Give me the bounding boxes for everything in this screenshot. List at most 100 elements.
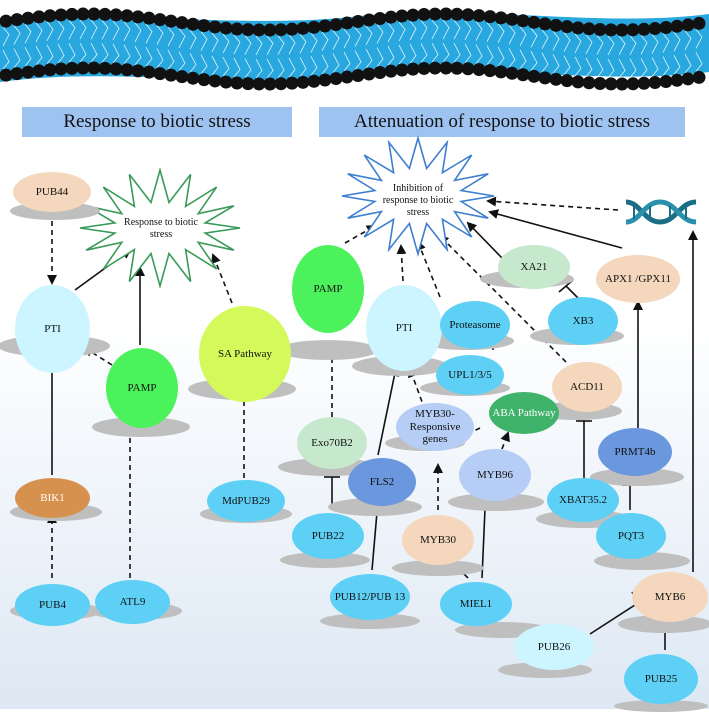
dna-icon: [625, 199, 697, 225]
lipid-head: [153, 67, 167, 81]
lipid-head: [461, 62, 475, 76]
edge-pti-inhibition: [396, 244, 407, 282]
lipid-head: [384, 10, 398, 24]
lipid-head: [285, 76, 299, 90]
edge-pamp-inhibition: [344, 225, 377, 244]
lipid-head: [329, 18, 343, 32]
node-bik1: BIK1: [15, 478, 90, 518]
lipid-head: [208, 74, 222, 88]
lipid-head: [560, 20, 574, 34]
node-exo70b2: Exo70B2: [297, 417, 367, 469]
lipid-head: [692, 16, 706, 30]
lipid-head: [263, 77, 277, 91]
node-myb96: MYB96: [459, 449, 531, 501]
lipid-head: [659, 21, 673, 35]
lipid-head: [538, 71, 552, 85]
lipid-head: [637, 22, 651, 36]
lipid-head: [428, 61, 442, 75]
edge-xa21-inhibition: [466, 221, 503, 259]
lipid-head: [318, 19, 332, 33]
edge-fls2-pti: [377, 366, 400, 456]
lipid-head: [87, 61, 101, 75]
lipid-head: [285, 22, 299, 36]
lipid-head: [120, 63, 134, 77]
header-response-biotic-stress: Response to biotic stress: [22, 107, 292, 137]
node-atl9: ATL9: [95, 580, 170, 624]
lipid-head: [307, 74, 321, 88]
lipid-head: [406, 8, 420, 22]
lipid-head: [593, 76, 607, 90]
lipid-head: [461, 8, 475, 22]
lipid-head: [505, 12, 519, 26]
lipid-head: [670, 19, 684, 33]
lipid-head: [648, 76, 662, 90]
node-pub22: PUB22: [292, 513, 364, 559]
node-pti-right: PTI: [366, 285, 442, 371]
lipid-head: [439, 61, 453, 75]
response-star-label: Response to biotic stress: [124, 217, 198, 240]
node-aba-pathway: ABA Pathway: [489, 392, 559, 434]
lipid-head: [10, 13, 24, 27]
lipid-head: [65, 7, 79, 21]
lipid-head: [362, 67, 376, 81]
lipid-head: [54, 8, 68, 22]
node-fls2: FLS2: [348, 458, 416, 506]
node-acd11: ACD11: [552, 362, 622, 412]
lipid-head: [0, 14, 13, 28]
lipid-head: [252, 23, 266, 37]
header-attenuation-biotic-stress: Attenuation of response to biotic stress: [319, 107, 685, 137]
lipid-head: [384, 64, 398, 78]
lipid-head: [230, 22, 244, 36]
node-pub25: PUB25: [624, 654, 698, 704]
lipid-head: [549, 72, 563, 86]
lipid-head: [472, 9, 486, 23]
edge-dna-inhibition: [486, 196, 619, 211]
lipid-head: [538, 17, 552, 31]
lipid-head: [681, 72, 695, 86]
lipid-head: [681, 18, 695, 32]
lipid-head: [274, 77, 288, 91]
node-pqt3: PQT3: [596, 513, 666, 559]
lipid-head: [175, 16, 189, 30]
lipid-head: [417, 7, 431, 21]
node-myb30: MYB30: [402, 515, 474, 565]
lipid-head: [637, 76, 651, 90]
lipid-head: [626, 23, 640, 37]
lipid-head: [670, 73, 684, 87]
lipid-head: [450, 7, 464, 21]
node-pub12: PUB12/PUB 13: [330, 574, 410, 620]
lipid-head: [659, 75, 673, 89]
lipid-head: [98, 7, 112, 21]
node-pub26: PUB26: [514, 624, 594, 670]
lipid-head: [626, 77, 640, 91]
lipid-head: [76, 61, 90, 75]
lipid-head: [186, 17, 200, 31]
node-proteasome: Proteasome: [440, 301, 510, 349]
lipid-head: [142, 11, 156, 25]
lipid-head: [98, 61, 112, 75]
lipid-head: [186, 71, 200, 85]
lipid-head: [648, 22, 662, 36]
lipid-head: [164, 14, 178, 28]
edge-sa-response: [211, 253, 233, 304]
lipid-head: [263, 23, 277, 37]
node-prmt4b: PRMT4b: [598, 428, 672, 476]
cell-membrane: [0, 7, 709, 91]
lipid-head: [582, 22, 596, 36]
lipid-head: [692, 70, 706, 84]
lipid-head: [197, 19, 211, 33]
lipid-head: [197, 73, 211, 87]
lipid-head: [615, 23, 629, 37]
lipid-head: [549, 18, 563, 32]
edge-pub12-fls2: [371, 511, 378, 571]
lipid-head: [582, 76, 596, 90]
lipid-head: [65, 61, 79, 75]
lipid-head: [362, 13, 376, 27]
lipid-head: [571, 21, 585, 35]
lipid-head: [241, 23, 255, 37]
node-xbat35: XBAT35.2: [547, 478, 619, 522]
lipid-head: [109, 8, 123, 22]
lipid-head: [593, 22, 607, 36]
lipid-head: [87, 7, 101, 21]
